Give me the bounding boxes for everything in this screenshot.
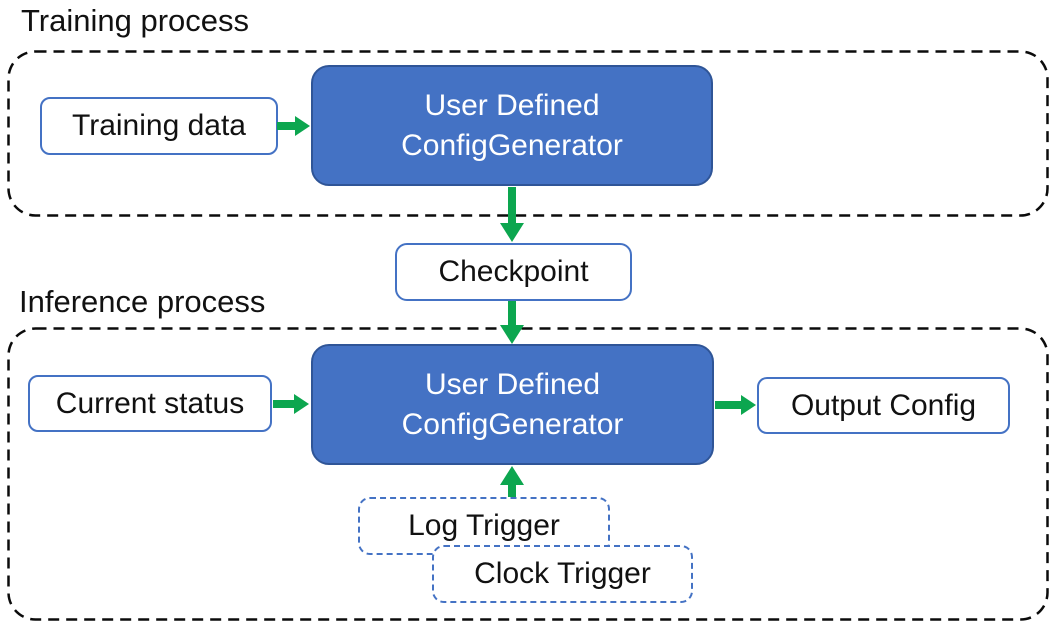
inference-process-container — [7, 327, 1049, 621]
config-generator-box-training: User Defined ConfigGenerator — [311, 65, 713, 186]
clock-trigger-label: Clock Trigger — [474, 557, 651, 590]
config-generator-inference-line2: ConfigGenerator — [401, 407, 624, 441]
output-config-label: Output Config — [790, 388, 977, 422]
checkpoint-label: Checkpoint — [438, 255, 589, 288]
current-status-box: Current status — [28, 375, 272, 432]
output-config-box: Output Config — [757, 377, 1010, 434]
config-generator-inference-line1: User Defined — [424, 367, 601, 401]
clock-trigger-box: Clock Trigger — [432, 545, 693, 603]
arrow-right-icon — [277, 116, 310, 136]
training-process-container — [7, 50, 1049, 217]
config-generator-box-inference: User Defined ConfigGenerator — [311, 344, 714, 465]
checkpoint-box: Checkpoint — [395, 243, 632, 301]
config-generator-training-line2: ConfigGenerator — [401, 128, 623, 162]
training-data-label: Training data — [72, 109, 246, 142]
config-generator-training-line1: User Defined — [424, 88, 600, 122]
inference-process-title: Inference process — [19, 284, 266, 319]
arrow-down-icon — [500, 301, 524, 344]
arrow-up-icon — [500, 466, 524, 497]
current-status-label: Current status — [55, 386, 245, 420]
arrow-right-icon — [715, 395, 756, 415]
log-trigger-label: Log Trigger — [408, 509, 560, 542]
arrow-right-icon — [273, 394, 309, 414]
training-process-title: Training process — [21, 3, 250, 38]
training-data-box: Training data — [40, 97, 278, 155]
arrow-down-icon — [500, 187, 524, 242]
